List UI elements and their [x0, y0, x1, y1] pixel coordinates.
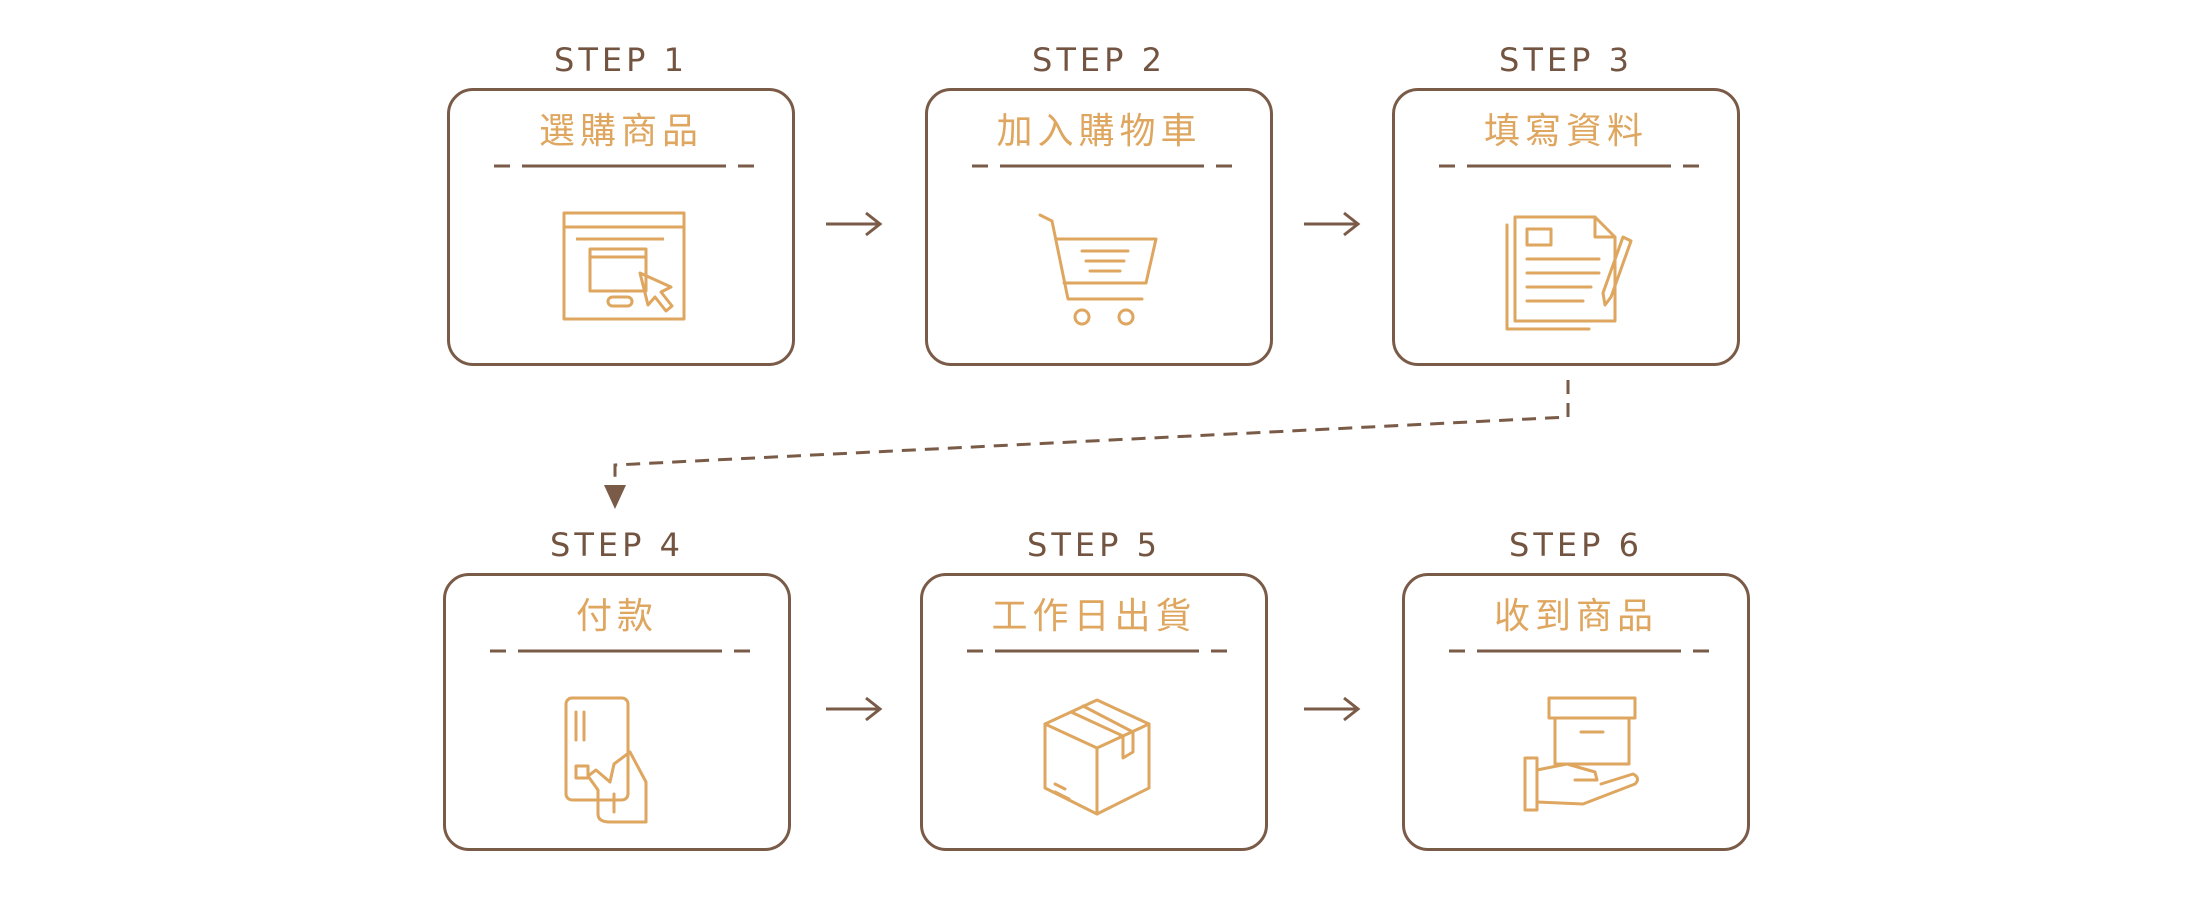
step-6-label: STEP 6 [1509, 526, 1643, 564]
title-divider [1439, 164, 1699, 168]
title-divider [494, 164, 754, 168]
step-3-title: 填寫資料 [1483, 111, 1648, 152]
step-4-label: STEP 4 [550, 526, 684, 564]
title-divider [972, 164, 1232, 168]
step-2-label: STEP 2 [1032, 41, 1166, 79]
document-pen-icon [1505, 215, 1633, 331]
step-4-card: 付款 [443, 573, 791, 851]
step-2-card: 加入購物車 [925, 88, 1273, 366]
step-6-card: 收到商品 [1402, 573, 1750, 851]
title-divider [967, 649, 1227, 653]
arrow-right-icon [1304, 696, 1361, 722]
arrow-right-icon [1304, 211, 1361, 237]
step-1-label: STEP 1 [554, 41, 688, 79]
step-5-title: 工作日出貨 [991, 596, 1197, 637]
step-4-title: 付款 [575, 596, 658, 637]
arrow-right-icon [826, 696, 883, 722]
step-1-title: 選購商品 [538, 111, 703, 152]
arrow-right-icon [826, 211, 883, 237]
card-in-hand-icon [564, 696, 648, 824]
box-in-hand-icon [1523, 696, 1640, 812]
step-5-card: 工作日出貨 [920, 573, 1268, 851]
shopping-cart-icon [1038, 213, 1158, 326]
package-box-icon [1043, 698, 1151, 816]
title-divider [490, 649, 750, 653]
step-1-card: 選購商品 [447, 88, 795, 366]
step-3-card: 填寫資料 [1392, 88, 1740, 366]
step-2-title: 加入購物車 [996, 111, 1202, 152]
step-5-label: STEP 5 [1027, 526, 1161, 564]
step3-to-step4-connector [604, 380, 1570, 509]
browser-cursor-icon [562, 211, 686, 321]
step-3-label: STEP 3 [1499, 41, 1633, 79]
title-divider [1449, 649, 1709, 653]
step-6-title: 收到商品 [1493, 596, 1658, 637]
